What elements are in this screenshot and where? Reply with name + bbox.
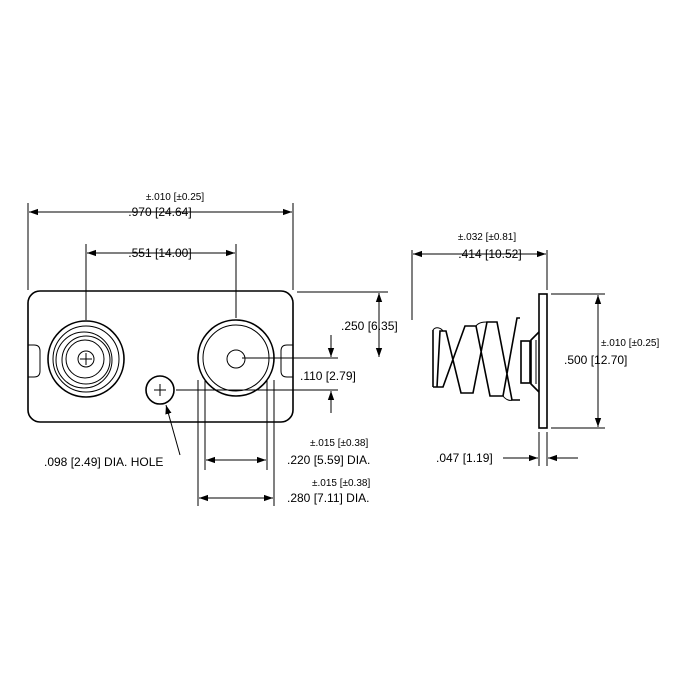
spring-contact-front xyxy=(47,320,125,398)
contact-plate-outline xyxy=(27,290,294,423)
right-notch xyxy=(280,344,293,378)
overall-width-dimension: .970 [24.64] xyxy=(128,205,191,219)
thickness-dimension: .047 [1.19] xyxy=(436,451,493,465)
inner-diameter-dimension: .220 [5.59] DIA. xyxy=(287,453,370,467)
height-tolerance: ±.010 [±0.25] xyxy=(601,338,659,349)
height-dimension: .500 [12.70] xyxy=(564,353,627,367)
overall-width-tolerance: ±.010 [±0.25] xyxy=(146,192,204,203)
spring-length-tolerance: ±.032 [±0.81] xyxy=(458,232,516,243)
left-notch xyxy=(28,344,41,378)
boss-side xyxy=(530,331,540,393)
plate-side-outline xyxy=(538,293,548,429)
outer-diameter-dimension: .280 [7.11] DIA. xyxy=(287,491,370,505)
top-offset-dimension: .250 [6.35] xyxy=(341,319,398,333)
side-view: ±.032 [±0.81] .414 [10.52] ±.010 [±0.25]… xyxy=(411,232,659,466)
outer-diameter-tolerance: ±.015 [±0.38] xyxy=(312,478,370,489)
mounting-hole xyxy=(145,375,175,405)
inner-diameter-tolerance: ±.015 [±0.38] xyxy=(310,438,368,449)
hole-offset-dimension: .110 [2.79] xyxy=(300,369,356,383)
button-base-side xyxy=(520,340,531,384)
contact-spacing-dimension: .551 [14.00] xyxy=(128,246,191,260)
spring-coil-side xyxy=(432,317,520,401)
hole-diameter-label: .098 [2.49] DIA. HOLE xyxy=(44,455,163,469)
spring-length-dimension: .414 [10.52] xyxy=(458,247,521,261)
front-view: ±.010 [±0.25] .970 [24.64] .551 [14.00] … xyxy=(27,192,398,506)
